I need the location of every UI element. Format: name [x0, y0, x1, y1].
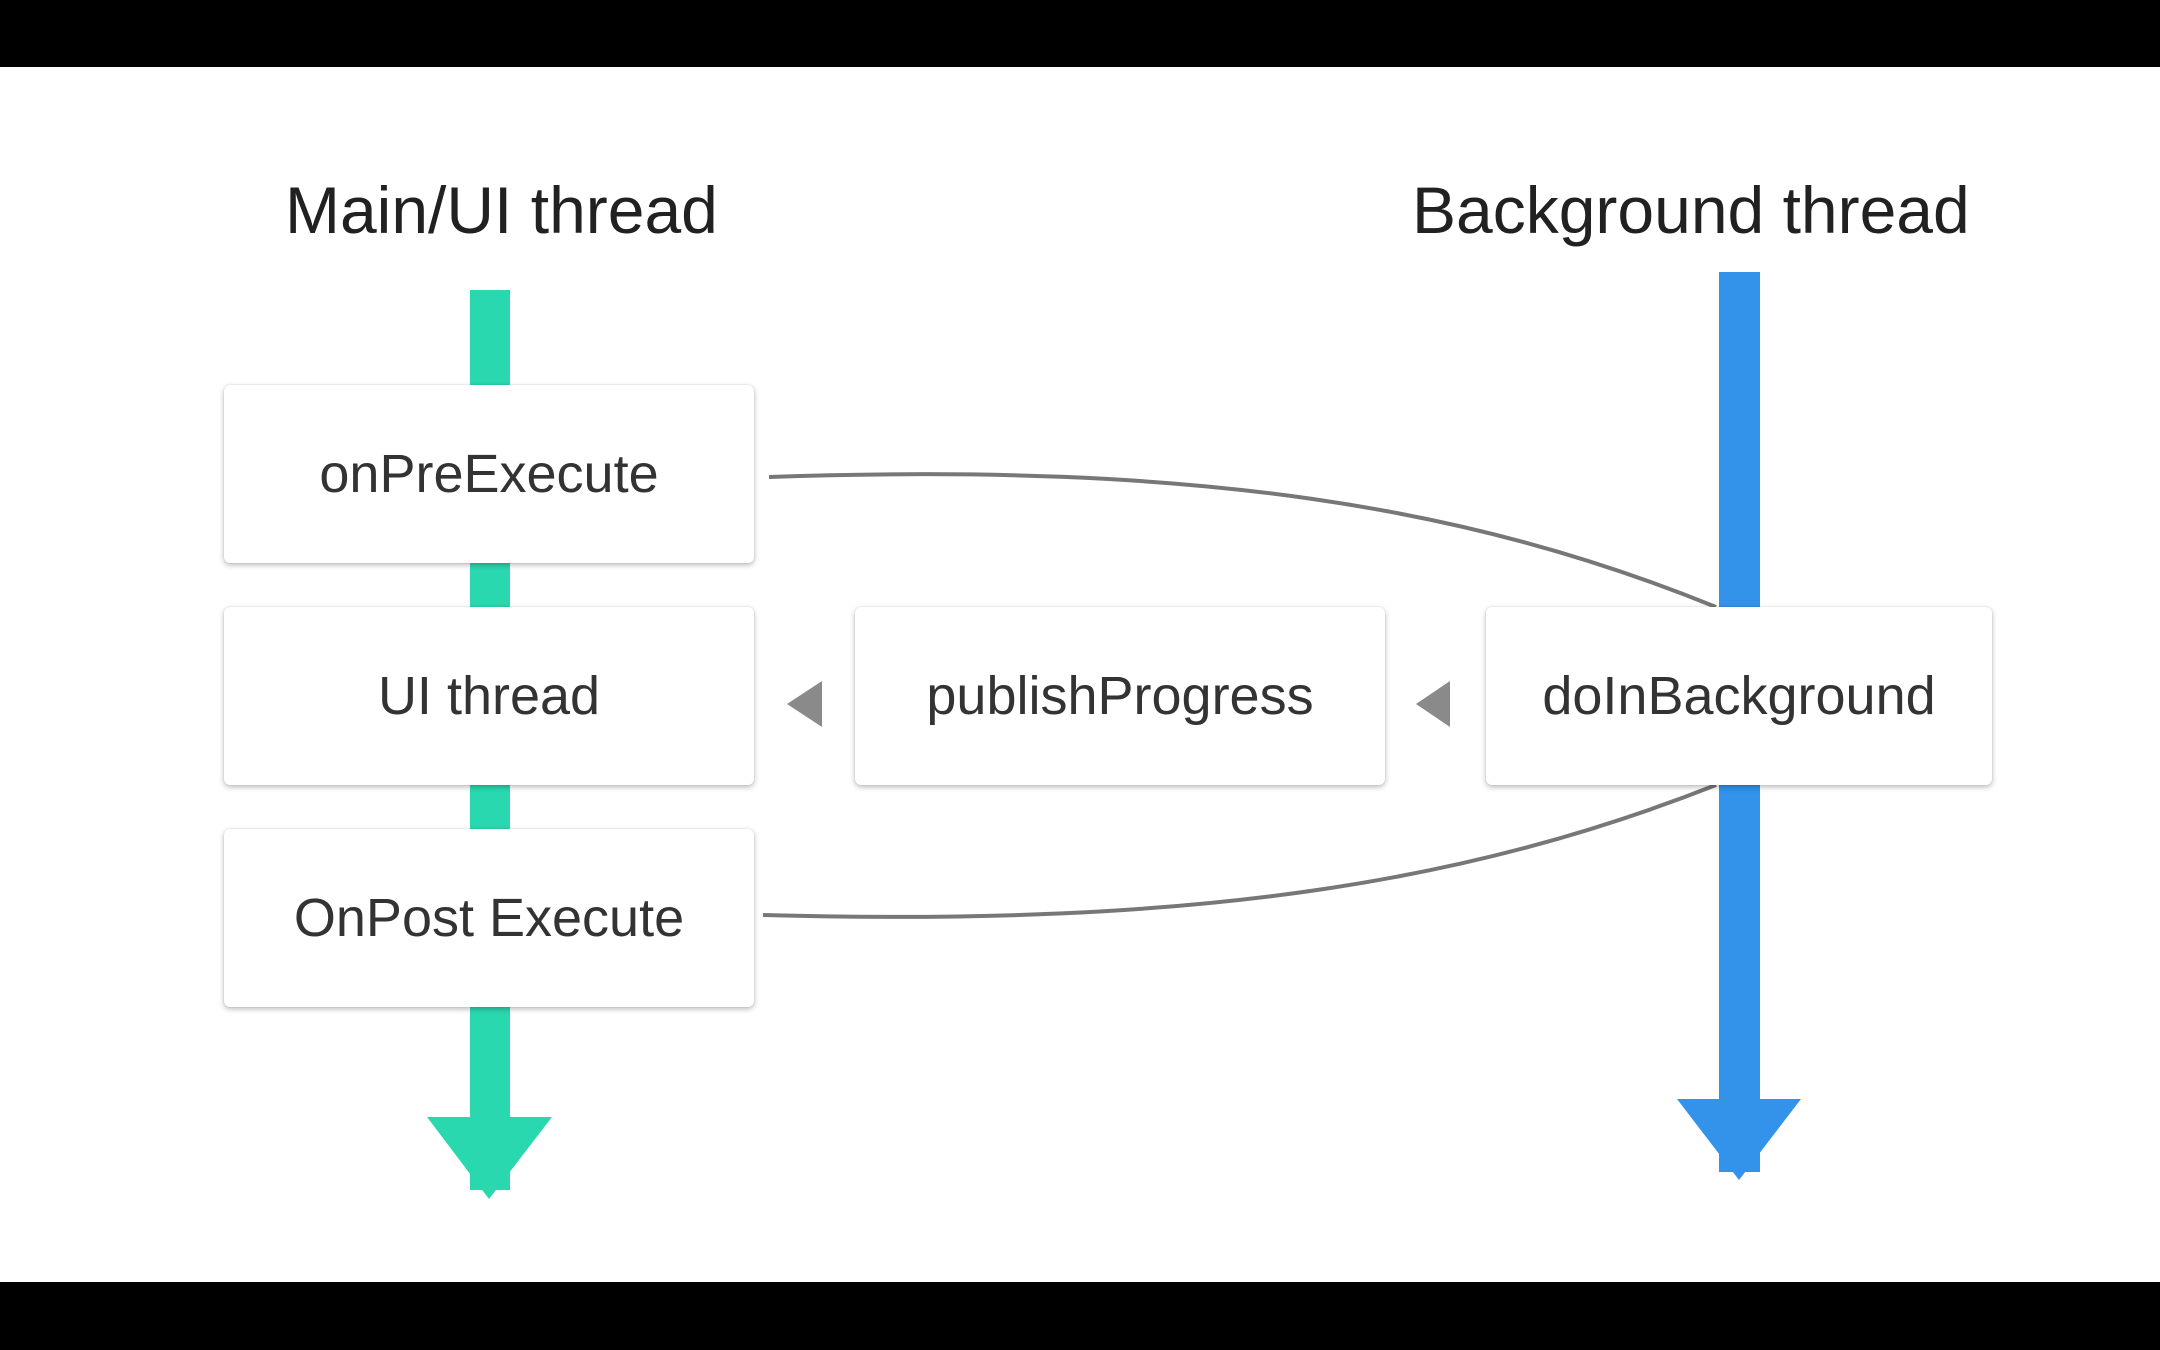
ui-thread-box: UI thread — [224, 607, 754, 785]
publishprogress-box: publishProgress — [855, 607, 1385, 785]
onpostexecute-box: OnPost Execute — [224, 829, 754, 1007]
arrow-left-icon — [1416, 681, 1450, 727]
arrow-left-icon — [787, 681, 822, 727]
background-thread-arrowhead — [1677, 1099, 1801, 1180]
background-thread-title: Background thread — [1412, 173, 1970, 247]
doinbackground-box: doInBackground — [1486, 607, 1992, 785]
diagram-slide: Main/UI thread Background thread onPreEx… — [0, 67, 2160, 1282]
publishprogress-label: publishProgress — [926, 666, 1314, 726]
onpreexecute-box: onPreExecute — [224, 385, 754, 563]
main-thread-arrowhead — [427, 1117, 552, 1199]
main-thread-title: Main/UI thread — [285, 173, 718, 247]
connector-onpreexecute-to-doinbackground — [768, 472, 1717, 609]
onpreexecute-label: onPreExecute — [319, 444, 659, 504]
ui-thread-label: UI thread — [377, 666, 601, 726]
connector-doinbackground-to-onpostexecute — [762, 783, 1717, 919]
doinbackground-label: doInBackground — [1542, 666, 1936, 726]
onpostexecute-label: OnPost Execute — [293, 888, 685, 948]
